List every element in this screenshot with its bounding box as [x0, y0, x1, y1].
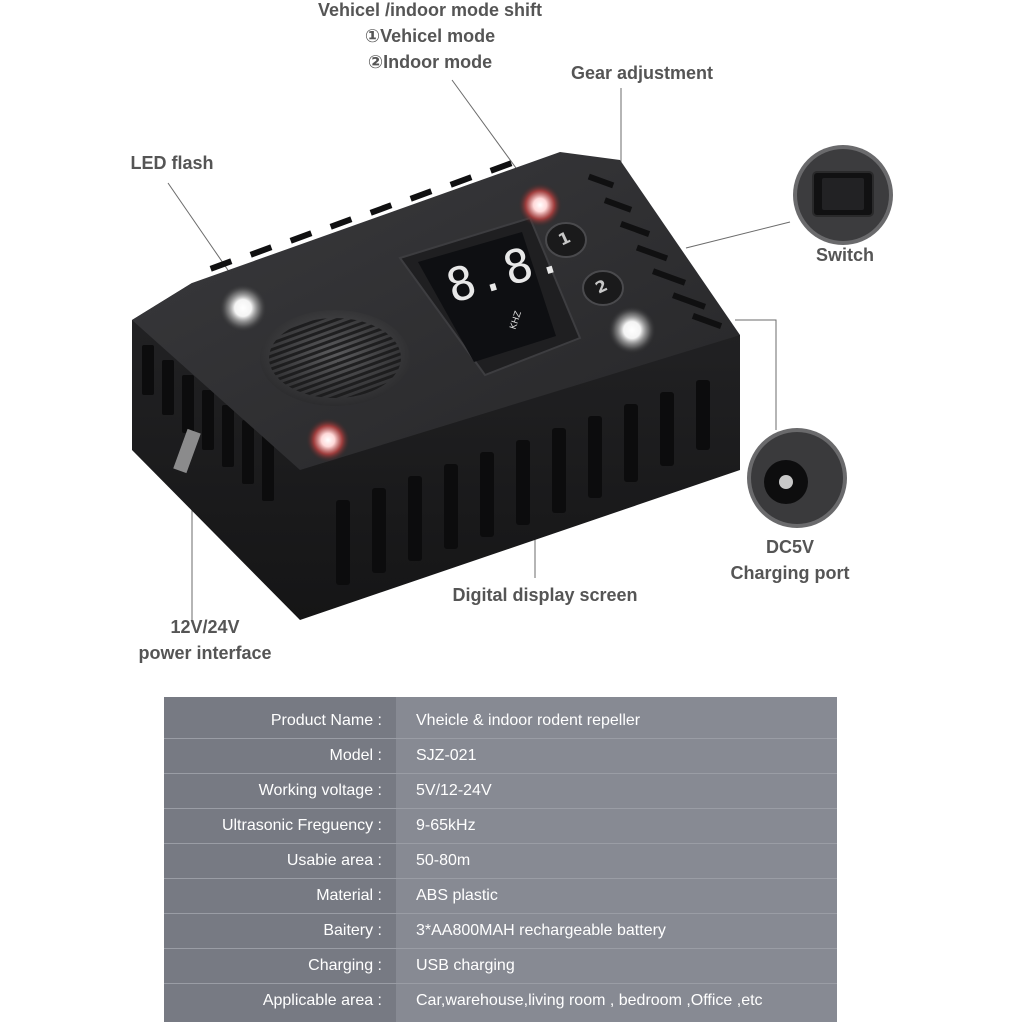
spec-value: 50-80m — [416, 852, 471, 869]
spec-value: USB charging — [416, 957, 515, 974]
spec-row-model: Model : SJZ-021 — [164, 738, 837, 773]
product-illustration — [132, 79, 893, 620]
dc5v-label: DC5V — [765, 537, 814, 557]
spec-value: Vheicle & indoor rodent repeller — [416, 712, 641, 729]
mode-1-label: ①Vehicel mode — [364, 26, 496, 46]
spec-key: Baitery : — [323, 922, 382, 939]
mode-2-button[interactable] — [582, 270, 624, 306]
charging-port-callout: DC5V Charging port — [710, 534, 870, 586]
charging-port-label: Charging port — [730, 563, 850, 583]
spec-row-ultrasonic-frequency: Ultrasonic Freguency : 9-65kHz — [164, 808, 837, 843]
spec-value: Car,warehouse,living room , bedroom ,Off… — [416, 992, 763, 1009]
spec-row-material: Material : ABS plastic — [164, 878, 837, 913]
device-body — [132, 152, 740, 620]
spec-row-battery: Baitery : 3*AA800MAH rechargeable batter… — [164, 913, 837, 948]
spec-key: Material : — [316, 887, 382, 904]
gear-adjustment-label: Gear adjustment — [570, 63, 714, 83]
spec-value: ABS plastic — [416, 887, 498, 904]
spec-key: Applicable area : — [262, 992, 382, 1009]
digital-display — [418, 232, 556, 362]
power-interface-port — [173, 428, 201, 474]
mode-2-label: ②Indoor mode — [367, 52, 493, 72]
power-interface-label: power interface — [138, 643, 272, 663]
spec-row-product-name: Product Name : Vheicle & indoor rodent r… — [164, 703, 837, 738]
switch-label: Switch — [815, 245, 874, 265]
mode-shift-callout: Vehicel /indoor mode shift ①Vehicel mode… — [290, 0, 570, 75]
led-flash-red-bottom — [306, 418, 350, 462]
led-flash-white-left — [219, 284, 267, 332]
spec-value: 5V/12-24V — [416, 782, 492, 799]
charging-port-detail — [747, 428, 847, 528]
led-flash-red-top — [518, 183, 562, 227]
led-flash-white-right — [608, 306, 656, 354]
mode-1-button[interactable] — [545, 222, 587, 258]
spec-table: Product Name : Vheicle & indoor rodent r… — [164, 697, 837, 1022]
spec-key: Product Name : — [270, 712, 382, 729]
spec-key: Usabie area : — [286, 852, 382, 869]
spec-key: Working voltage : — [258, 782, 382, 799]
power-interface-callout: 12V/24V power interface — [120, 614, 290, 666]
spec-key: Ultrasonic Freguency : — [221, 817, 382, 834]
spec-row-applicable-area: Applicable area : Car,warehouse,living r… — [164, 983, 837, 1018]
spec-row-working-voltage: Working voltage : 5V/12-24V — [164, 773, 837, 808]
power-voltage-label: 12V/24V — [170, 617, 240, 637]
switch-detail — [793, 145, 893, 245]
spec-value: SJZ-021 — [416, 747, 477, 764]
spec-row-usable-area: Usabie area : 50-80m — [164, 843, 837, 878]
spec-value: 3*AA800MAH rechargeable battery — [416, 922, 666, 939]
spec-value: 9-65kHz — [416, 817, 476, 834]
spec-key: Charging : — [308, 957, 382, 974]
spec-key: Model : — [329, 747, 382, 764]
led-flash-label: LED flash — [130, 153, 214, 173]
display-screen-label: Digital display screen — [452, 585, 638, 605]
mode-shift-title: Vehicel /indoor mode shift — [317, 0, 543, 20]
spec-row-charging: Charging : USB charging — [164, 948, 837, 983]
